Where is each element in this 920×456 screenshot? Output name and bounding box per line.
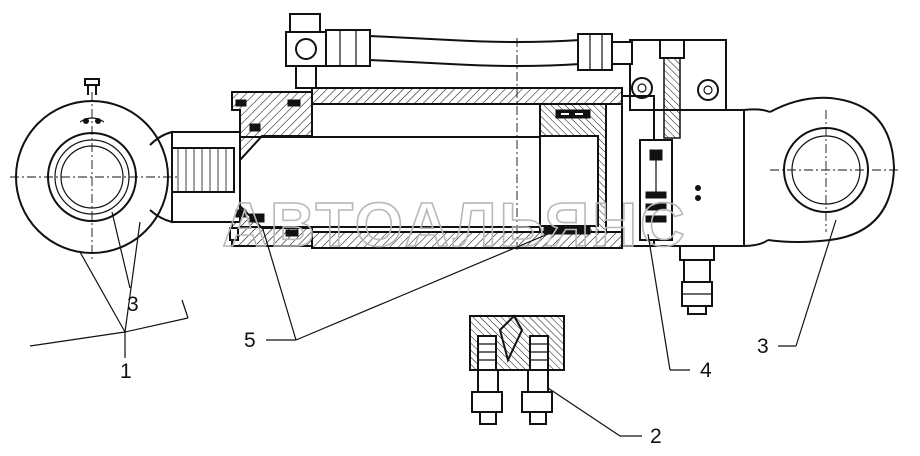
callout-3-left: 3 [127, 293, 139, 316]
right-mounting-eye [767, 96, 900, 243]
callout-3-right: 3 [757, 335, 769, 358]
hydraulic-pipe [285, 13, 633, 89]
callout-4: 4 [700, 359, 712, 382]
left-rod-eye [15, 78, 173, 254]
callout-2: 2 [650, 425, 662, 448]
end-cap-valve-block [621, 39, 771, 315]
callout-5: 5 [244, 329, 256, 352]
leader-lines [29, 211, 837, 437]
watermark-text: АВТОАЛЬЯНС [222, 191, 688, 260]
rod-gland [229, 91, 313, 247]
piston [539, 103, 623, 235]
callout-1: 1 [120, 360, 132, 383]
relief-valve-assembly [469, 314, 565, 425]
